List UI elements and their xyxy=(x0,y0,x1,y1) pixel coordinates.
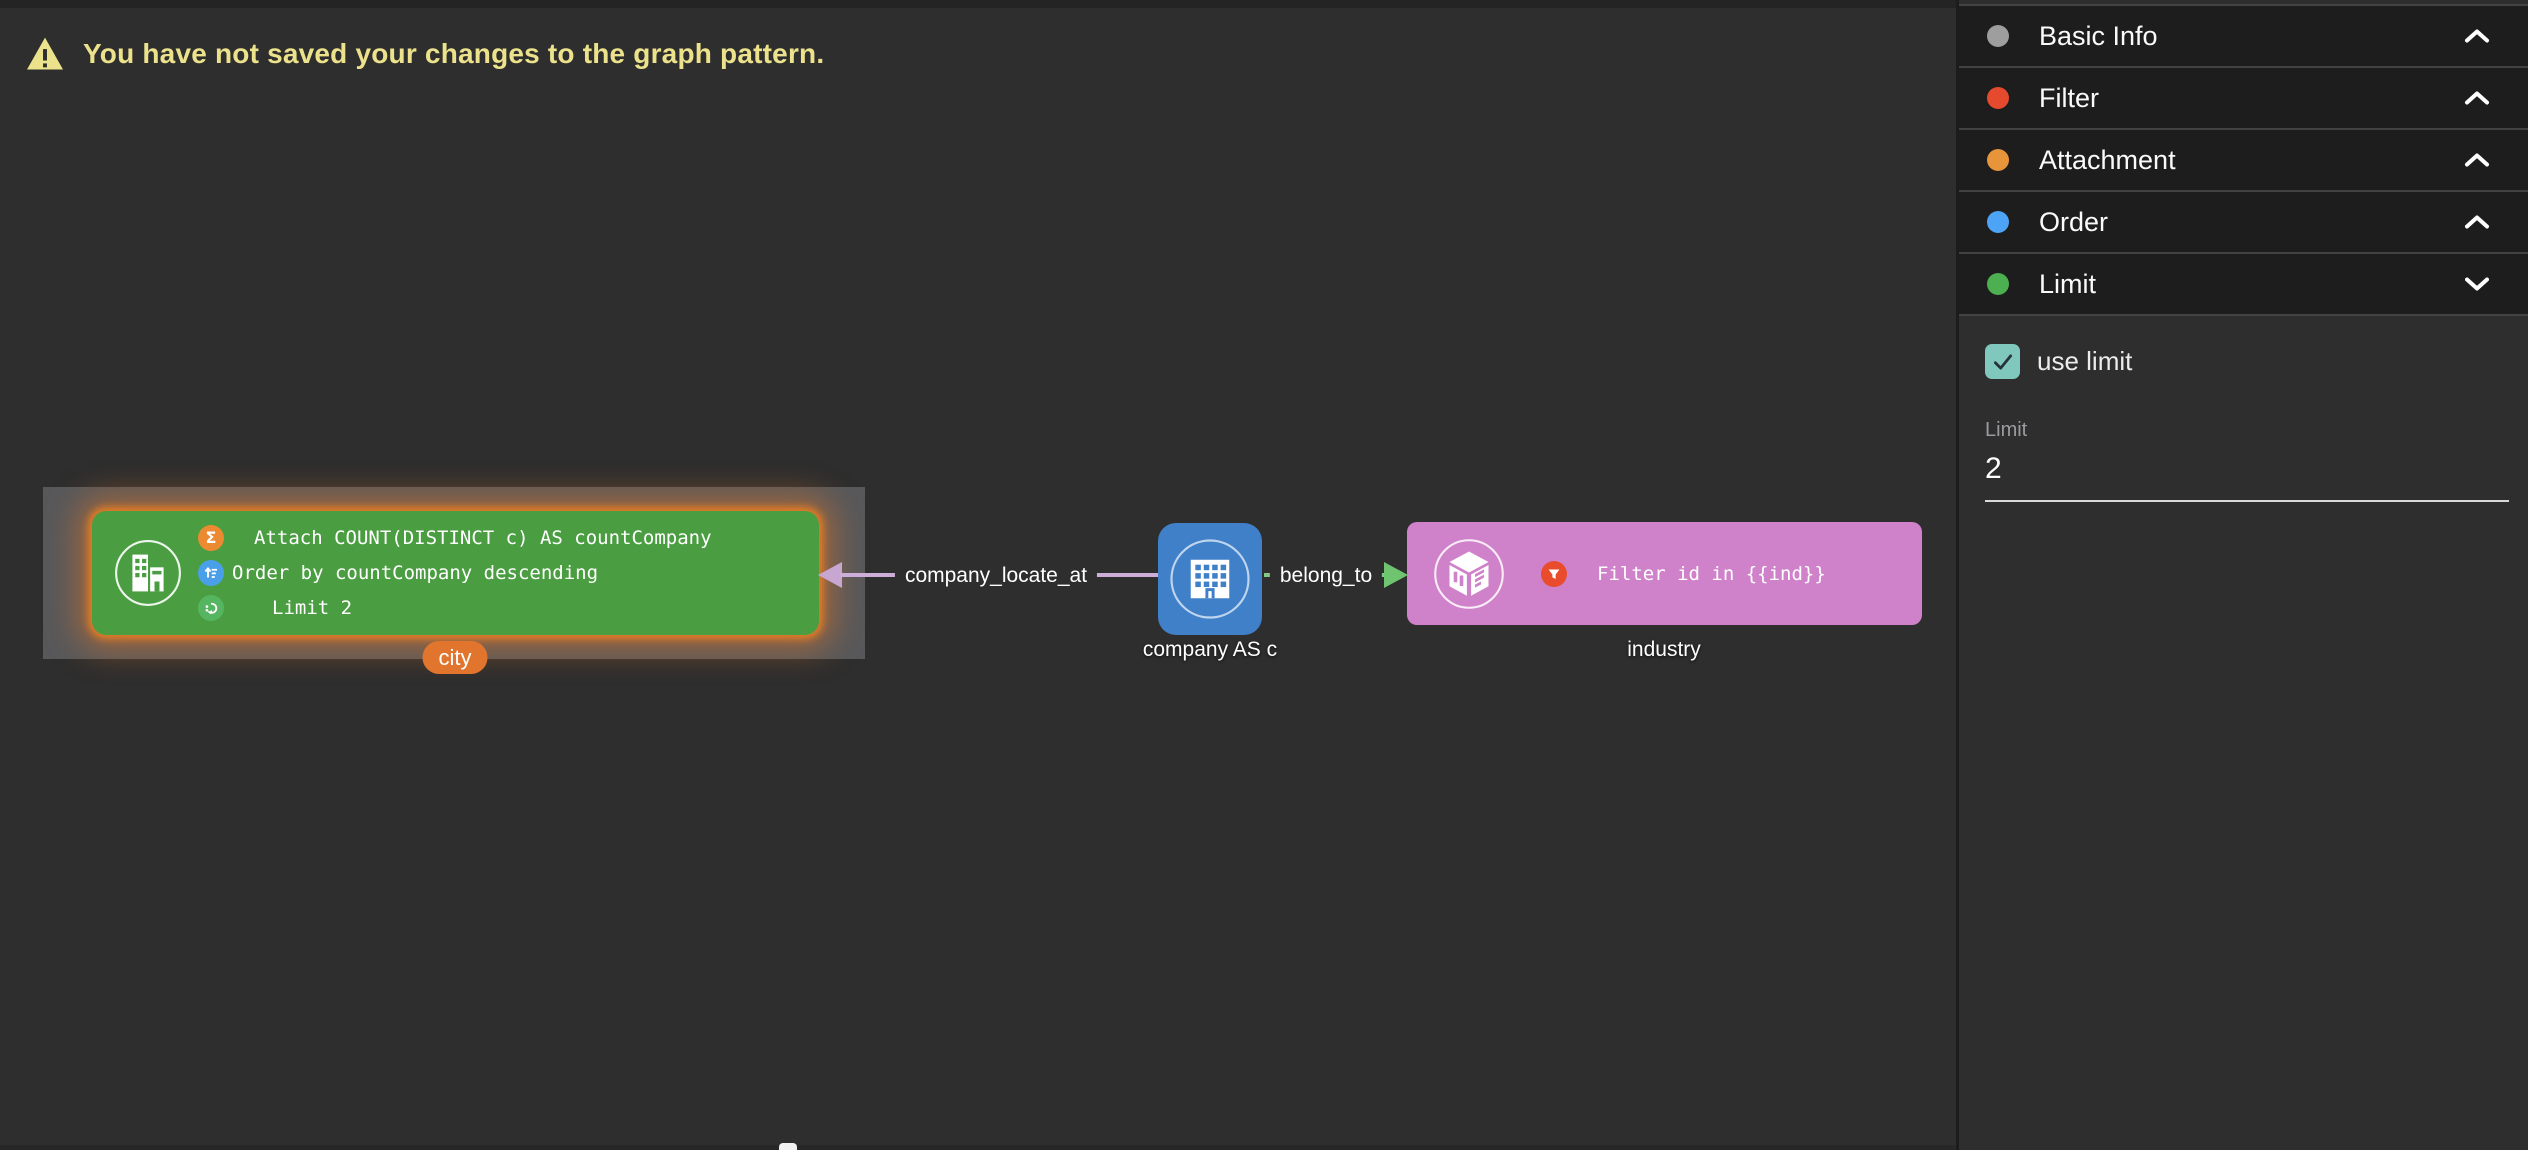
limit-field-label: Limit xyxy=(1985,419,2028,441)
filter-icon xyxy=(1541,560,1567,587)
limit-panel: use limit Limit 2 xyxy=(1985,344,2509,502)
use-limit-checkbox[interactable] xyxy=(1985,344,2020,379)
attachment-text: Attach COUNT(DISTINCT c) AS countCompany xyxy=(254,526,712,549)
section-order[interactable]: Order xyxy=(1959,192,2528,254)
frame-top xyxy=(0,0,2528,8)
node-industry[interactable]: Filter id in {{ind}} xyxy=(1407,522,1922,625)
order-dot xyxy=(1987,211,2009,233)
section-attachment[interactable]: Attachment xyxy=(1959,130,2528,192)
city-building-icon xyxy=(115,540,181,606)
attachment-row: Limit 2 xyxy=(198,595,712,621)
attachment-row: Σ Attach COUNT(DISTINCT c) AS countCompa… xyxy=(198,525,712,551)
filter-dot xyxy=(1987,87,2009,109)
section-list: Basic Info Filter Attachment xyxy=(1959,4,2528,316)
use-limit-row: use limit xyxy=(1985,344,2509,379)
company-building-icon xyxy=(1170,539,1250,619)
chevron-up-icon[interactable] xyxy=(2462,88,2492,108)
warning-triangle-icon xyxy=(27,37,63,70)
limit-input-underline xyxy=(1985,500,2509,502)
toolbar-button-partial[interactable] xyxy=(779,1143,797,1150)
section-basic-info[interactable]: Basic Info xyxy=(1959,4,2528,68)
section-limit[interactable]: Limit xyxy=(1959,254,2528,316)
section-filter[interactable]: Filter xyxy=(1959,68,2528,130)
node-company[interactable] xyxy=(1158,523,1262,635)
attachment-text: Order by countCompany descending xyxy=(232,561,599,584)
use-limit-label: use limit xyxy=(2037,346,2133,376)
attachment-row: Order by countCompany descending xyxy=(198,560,712,586)
attachment-text: Filter id in {{ind}} xyxy=(1597,562,1826,585)
check-icon xyxy=(1993,354,2012,369)
edge-arrowhead xyxy=(818,562,842,588)
graph-canvas[interactable]: You have not saved your changes to the g… xyxy=(0,0,1956,1150)
frame-bottom xyxy=(0,1145,2528,1150)
limit-input[interactable]: 2 xyxy=(1985,452,2002,485)
properties-sidebar: Basic Info Filter Attachment xyxy=(1956,0,2528,1150)
node-city[interactable]: Σ Attach COUNT(DISTINCT c) AS countCompa… xyxy=(92,511,819,635)
unsaved-changes-warning: You have not saved your changes to the g… xyxy=(25,36,824,72)
limit-dot xyxy=(1987,273,2009,295)
sort-order-icon xyxy=(198,560,224,586)
limit-icon xyxy=(198,595,224,621)
chevron-down-icon[interactable] xyxy=(2462,274,2492,294)
node-caption-company: company AS c xyxy=(1142,638,1278,661)
basic-info-dot xyxy=(1987,25,2009,47)
edge-label-company-locate-at[interactable]: company_locate_at xyxy=(894,561,1098,591)
node-caption-industry: industry xyxy=(1627,638,1701,661)
warning-text: You have not saved your changes to the g… xyxy=(83,38,825,69)
chevron-up-icon[interactable] xyxy=(2462,26,2492,46)
city-tag-pill: city xyxy=(422,641,488,674)
chevron-up-icon[interactable] xyxy=(2462,212,2492,232)
attachment-dot xyxy=(1987,149,2009,171)
industry-box-icon xyxy=(1434,538,1504,609)
edge-arrowhead xyxy=(1384,562,1408,588)
attachment-text: Limit 2 xyxy=(272,596,353,619)
chevron-up-icon[interactable] xyxy=(2462,150,2492,170)
city-attachments: Σ Attach COUNT(DISTINCT c) AS countCompa… xyxy=(198,525,712,621)
edge-label-belong-to[interactable]: belong_to xyxy=(1269,561,1383,591)
sigma-icon: Σ xyxy=(198,525,224,551)
